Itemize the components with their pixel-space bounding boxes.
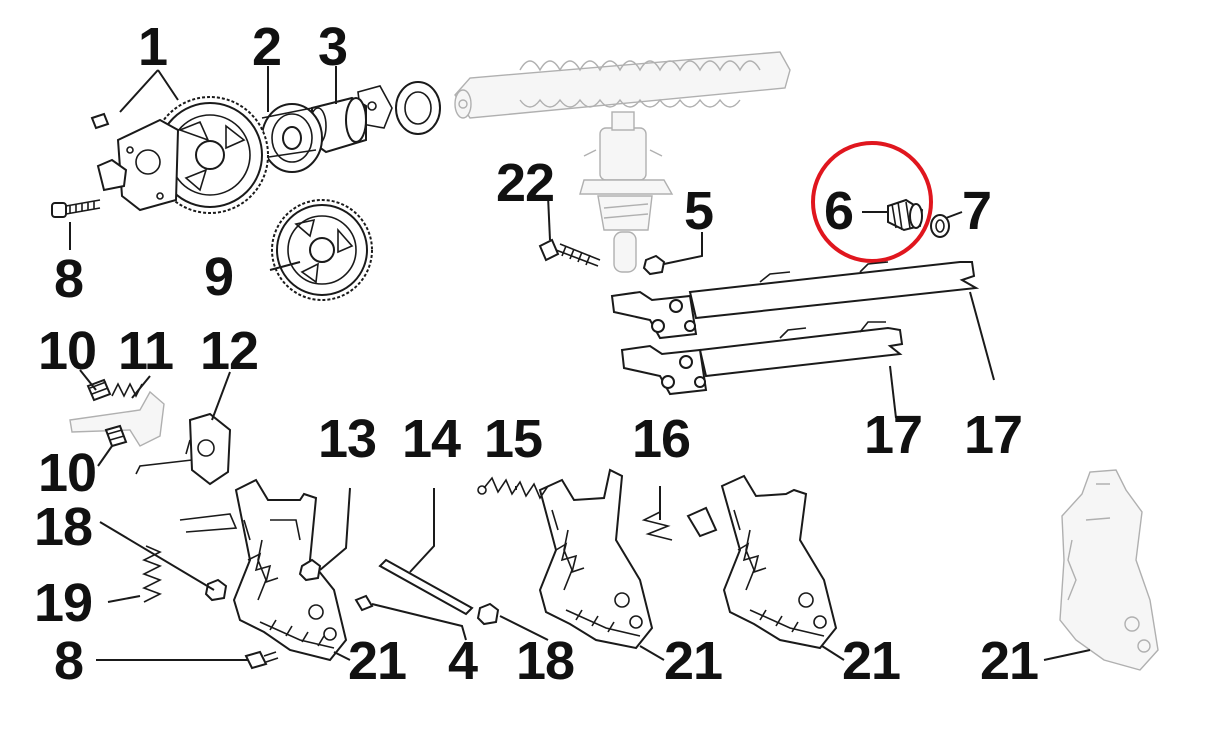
highlight-circle <box>811 141 933 263</box>
callout-17-left: 17 <box>864 405 923 465</box>
callout-19: 19 <box>34 573 93 633</box>
part-9-gear <box>271 199 373 301</box>
callout-1: 1 <box>138 17 168 77</box>
callout-13: 13 <box>318 409 377 469</box>
part-11-spring <box>69 382 165 447</box>
part-17-lever-lower <box>620 321 904 396</box>
part-7-washer <box>930 214 950 238</box>
leader-lines <box>69 66 1091 661</box>
part-8-bolt-upper <box>51 199 101 218</box>
part-21-bracket-1 <box>179 478 348 662</box>
callout-14: 14 <box>402 409 461 469</box>
part-10-pin-lower <box>104 424 128 448</box>
part-19-spring <box>142 545 162 603</box>
part-21-bracket-4 <box>1059 469 1159 671</box>
callout-11: 11 <box>118 321 174 381</box>
part-2-hub <box>261 103 323 173</box>
callout-18-left: 18 <box>34 497 93 557</box>
callout-12: 12 <box>200 321 259 381</box>
part-14-rod <box>378 558 474 616</box>
callout-2: 2 <box>252 17 282 77</box>
part-21-bracket-2 <box>538 468 654 650</box>
callout-10-upper: 10 <box>38 321 97 381</box>
injection-pump <box>579 111 674 273</box>
part-13-nut <box>298 558 322 582</box>
callout-21-a: 21 <box>348 631 407 691</box>
callout-8-lower: 8 <box>54 631 84 691</box>
part-6-plug <box>887 198 924 232</box>
callout-9: 9 <box>204 247 234 307</box>
callout-18-right: 18 <box>516 631 575 691</box>
part-21-bracket-3 <box>686 474 838 650</box>
part-8-bolt-lower <box>244 650 279 670</box>
callout-21-b: 21 <box>664 631 723 691</box>
callout-6: 6 <box>824 181 854 241</box>
callout-3: 3 <box>318 17 348 77</box>
callout-17-right: 17 <box>964 405 1023 465</box>
part-15-spring <box>477 476 549 500</box>
seal-ring <box>357 81 441 135</box>
part-22-screw <box>538 238 601 267</box>
callout-4: 4 <box>448 631 478 691</box>
callout-16: 16 <box>632 409 691 469</box>
part-16-wire-clip <box>641 511 673 541</box>
callout-21-d: 21 <box>980 631 1039 691</box>
part-17-lever-upper <box>610 261 980 340</box>
callout-10-lower: 10 <box>38 443 97 503</box>
callout-5: 5 <box>684 181 714 241</box>
part-4-clip <box>354 594 374 612</box>
part-18-nut-right <box>476 602 500 626</box>
part-12-plate <box>135 412 232 486</box>
part-1-timing-gear <box>90 96 269 214</box>
callout-15: 15 <box>484 409 543 469</box>
callout-8-upper: 8 <box>54 249 84 309</box>
callout-21-c: 21 <box>842 631 901 691</box>
callout-7: 7 <box>962 181 992 241</box>
callout-22: 22 <box>496 153 555 213</box>
part-5-nut <box>642 254 666 276</box>
camshaft <box>454 51 791 119</box>
part-18-nut-left <box>204 578 228 602</box>
